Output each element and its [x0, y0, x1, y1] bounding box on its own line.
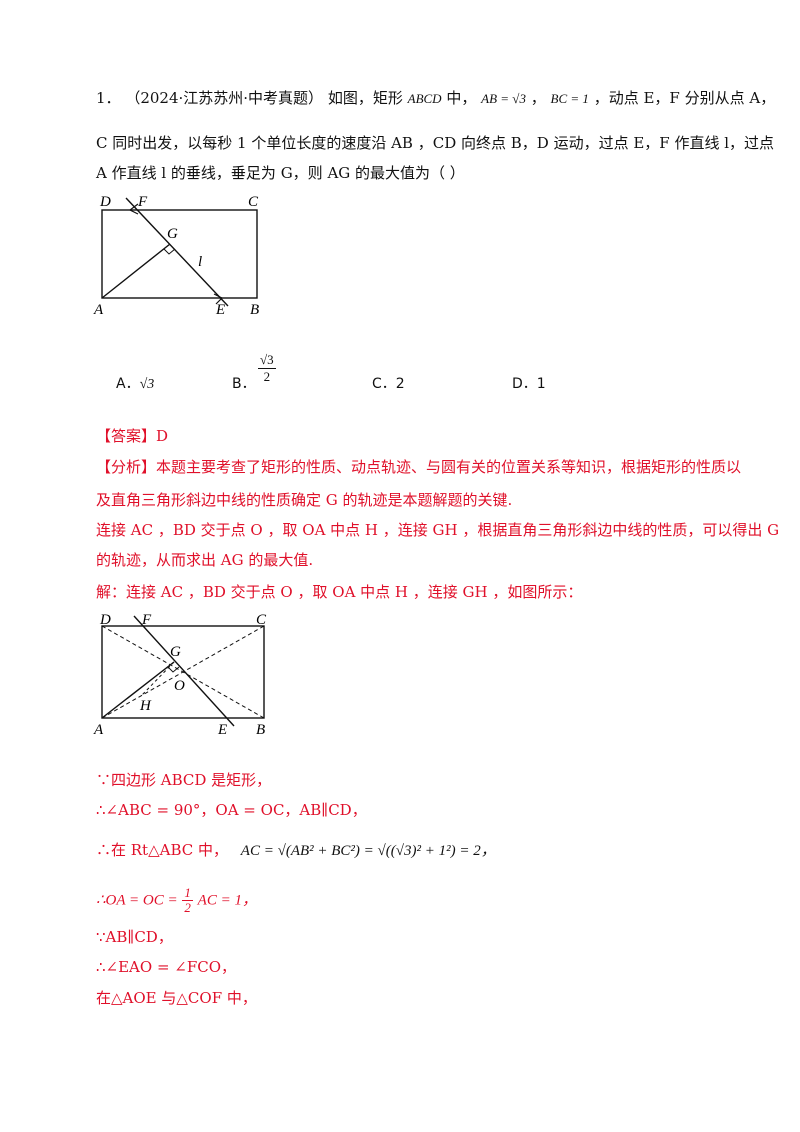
problem-source: （2024·江苏苏州·中考真题） [125, 89, 324, 107]
label-l: l [198, 254, 202, 270]
option-c[interactable]: C．2 [372, 373, 405, 393]
label-b: B [250, 302, 259, 318]
line-l [133, 615, 235, 727]
problem-number: 1． [96, 89, 121, 107]
option-a-label: A． [116, 376, 140, 392]
analysis-line-3: 连接 AC ，BD 交于点 O ，取 OA 中点 H ，连接 GH ，根据直角三… [96, 521, 780, 539]
label-e: E [217, 722, 227, 738]
fraction-numerator: 1 [182, 885, 193, 901]
answer-line: 【答案】D [96, 426, 168, 446]
label-d: D [99, 194, 111, 210]
step-4-suffix: AC = 1， [197, 892, 257, 909]
arrow-e [213, 293, 224, 305]
rect-name: ABCD [407, 91, 442, 106]
label-g: G [170, 644, 181, 660]
line-l [125, 197, 229, 307]
option-c-value: 2 [395, 376, 405, 392]
step-3: ∴在 Rt△ABC 中， AC = √(AB² + BC²) = √((√3)²… [96, 840, 496, 861]
label-b: B [256, 722, 265, 738]
rectangle-abcd [101, 625, 265, 719]
answer-value: D [156, 427, 169, 445]
ab-equation: AB = √3 [481, 91, 526, 106]
problem-text: ， [530, 89, 546, 107]
answer-label: 【答案】 [96, 427, 157, 445]
label-d: D [99, 612, 111, 628]
option-b-label: B． [232, 376, 256, 392]
problem-line-2: C 同时出发，以每秒 1 个单位长度的速度沿 AB ，CD 向终点 B，D 运动… [96, 134, 775, 152]
diagonal-bd [101, 625, 265, 719]
right-angle-mark [167, 666, 180, 673]
step-6: ∴∠EAO = ∠FCO， [96, 958, 237, 976]
step-2: ∴∠ABC = 90°，OA = OC，AB∥CD， [96, 801, 367, 819]
rectangle-abcd [101, 209, 258, 299]
bc-equation: BC = 1 [550, 91, 589, 106]
label-g: G [167, 226, 178, 242]
right-angle-mark [163, 248, 176, 255]
analysis-line-1: 【分析】本题主要考查了矩形的性质、动点轨迹、与圆有关的位置关系等知识，根据矩形的… [96, 457, 741, 477]
problem-line-1: 1． （2024·江苏苏州·中考真题） 如图，矩形 ABCD 中， AB = √… [96, 88, 775, 109]
label-c: C [248, 194, 259, 210]
arrow-f [128, 203, 139, 215]
label-h: H [139, 698, 152, 714]
problem-text: 中， [446, 89, 477, 107]
step-3-prefix: ∴在 Rt△ABC 中， [96, 841, 229, 859]
figure-2: D F C G O H A E B [93, 612, 267, 738]
segment-ag [101, 243, 171, 299]
analysis-label: 【分析】 [96, 458, 157, 476]
label-f: F [137, 194, 148, 210]
option-d[interactable]: D．1 [512, 373, 546, 393]
option-a-value: √3 [139, 377, 155, 392]
problem-text: 如图，矩形 [327, 89, 403, 107]
option-b-denominator: 2 [263, 369, 271, 384]
step-4-prefix: ∴OA = OC = [96, 892, 178, 909]
analysis-line-4: 的轨迹，从而求出 AG 的最大值. [96, 551, 314, 569]
analysis-line-2: 及直角三角形斜边中线的性质确定 G 的轨迹是本题解题的关键. [96, 491, 513, 509]
option-a[interactable]: A．√3 [116, 373, 154, 393]
option-c-label: C． [372, 376, 396, 392]
step-3-equation: AC = √(AB² + BC²) = √((√3)² + 1²) = 2， [240, 843, 496, 859]
step-1: ∵四边形 ABCD 是矩形， [96, 771, 272, 789]
step-5: ∵AB∥CD， [96, 928, 173, 946]
problem-line-3: A 作直线 l 的垂线，垂足为 G，则 AG 的最大值为（ ） [96, 164, 465, 182]
figure-1: D F C G l A E B [93, 194, 259, 318]
analysis-text: 本题主要考查了矩形的性质、动点轨迹、与圆有关的位置关系等知识，根据矩形的性质以 [156, 458, 742, 476]
label-o: O [174, 678, 185, 694]
option-d-label: D． [512, 376, 537, 392]
label-a: A [93, 302, 104, 318]
segment-gh [141, 661, 175, 696]
option-b-numerator: √3 [258, 352, 276, 369]
label-f: F [141, 612, 152, 628]
label-e: E [215, 302, 225, 318]
solution-line-1: 解：连接 AC ，BD 交于点 O ，取 OA 中点 H ，连接 GH ，如图所… [96, 583, 583, 601]
segment-ag [101, 661, 175, 719]
option-b-fraction: √3 2 [258, 352, 276, 385]
fraction-denominator: 2 [184, 900, 191, 915]
option-b[interactable]: B． [232, 373, 256, 393]
problem-text: ，动点 E，F 分别从点 A， [593, 89, 776, 107]
label-a: A [93, 722, 104, 738]
label-c: C [256, 612, 267, 628]
step-7: 在△AOE 与△COF 中， [96, 989, 257, 1007]
option-d-value: 1 [536, 376, 546, 392]
